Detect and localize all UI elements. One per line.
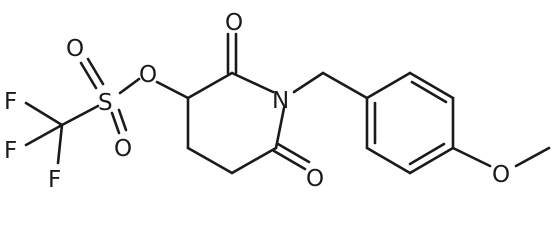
bond-c-f-top <box>24 101 64 127</box>
atom-o-ester: O <box>139 62 157 88</box>
bond-ar-o <box>451 146 492 168</box>
atom-o-carbonyl-bot: O <box>306 166 324 192</box>
bond-ch2-ar <box>321 71 369 100</box>
bond-o-c3 <box>155 80 190 100</box>
bond-ar2-ar3 <box>408 71 455 100</box>
triflate-glutarimide-structure: F F F S O O O O N O O <box>4 10 551 193</box>
bond-c6-c5 <box>230 146 278 175</box>
bond-ar-inner-bot <box>408 142 446 166</box>
bond-c2-n <box>230 71 275 94</box>
bond-c-s <box>60 104 100 127</box>
atom-s: S <box>98 90 113 116</box>
atom-o-carbonyl-top: O <box>225 10 243 36</box>
bond-s-o-bot-a <box>110 111 121 135</box>
atom-f-top: F <box>4 89 17 115</box>
bond-ar1-ar2 <box>365 71 412 100</box>
bond-o-ch3 <box>514 146 551 168</box>
atom-f-bot: F <box>48 167 61 193</box>
bond-ar5-ar6 <box>365 146 412 175</box>
bond-c6-o-b <box>272 149 307 171</box>
atom-o-sulfonyl-top: O <box>66 36 84 62</box>
bond-n-ch2 <box>292 71 325 94</box>
bond-ar-inner-top <box>410 80 448 104</box>
atom-labels: F F F S O O O O N O O <box>4 10 510 193</box>
atom-f-mid: F <box>4 138 17 164</box>
bond-s-o-ester <box>118 77 141 95</box>
bond-c6-o-a <box>276 142 311 164</box>
bonds <box>24 32 551 175</box>
bond-ar4-ar5 <box>408 146 455 175</box>
bond-c-f-mid <box>24 123 64 147</box>
atom-n: N <box>272 88 289 114</box>
bond-c3-c2 <box>186 71 234 100</box>
bond-s-o-top-a <box>79 61 98 90</box>
bond-s-o-top-b <box>86 57 105 86</box>
atom-o-methoxy: O <box>492 162 510 188</box>
bond-c5-c4 <box>186 146 234 175</box>
bond-n-c6 <box>274 106 286 150</box>
atom-o-sulfonyl-bot: O <box>114 136 132 162</box>
bond-s-o-bot-b <box>117 108 128 132</box>
bond-c-f-bot <box>56 123 64 165</box>
